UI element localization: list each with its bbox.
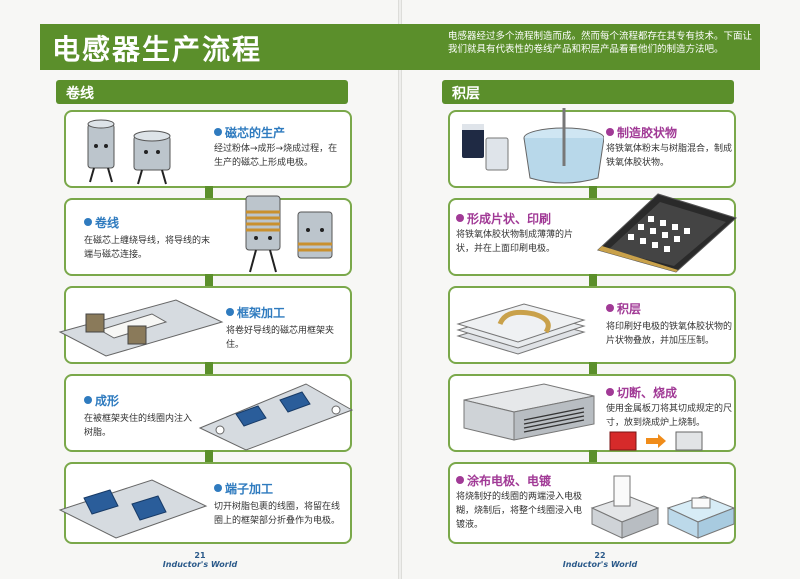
- intro-text: 电感器经过多个流程制造而成。然而每个流程都存在其专有技术。下面让我们就具有代表性…: [448, 31, 753, 55]
- sheet-printing-illustration: [597, 193, 737, 273]
- left-page: 卷线 磁芯的生产 经过粉体→成形→烧成过程，在生产的磁芯上形成电极。 卷线 在磁…: [56, 80, 354, 569]
- step-title-terminal: 端子加工: [214, 480, 273, 497]
- step-desc-core: 经过粉体→成形→烧成过程，在生产的磁芯上形成电极。: [214, 144, 338, 168]
- paste-illustration: [462, 108, 604, 184]
- footer-brand: Inductor's World: [162, 560, 238, 569]
- step-title-cutting: 切断、烧成: [606, 384, 677, 401]
- title-banner: 电感器生产流程 电感器经过多个流程制造而成。然而每个流程都存在其专有技术。下面让…: [40, 24, 760, 70]
- step-title-core: 磁芯的生产: [214, 124, 285, 141]
- bullet-icon: [84, 218, 92, 226]
- bullet-icon: [214, 484, 222, 492]
- step-desc-plating: 将烧制好的线圈的两端浸入电极糊，烧制后，将整个线圈浸入电镀液。: [456, 492, 583, 530]
- bullet-icon: [606, 128, 614, 136]
- page-title: 电感器生产流程: [52, 33, 263, 66]
- step-card-terminal: 端子加工 切开树脂包裹的线圈，将留在线圈上的框架部分折叠作为电极。: [58, 462, 352, 544]
- step-title-winding: 卷线: [84, 214, 119, 231]
- section-header-multilayer: 积层: [442, 80, 734, 104]
- terminal-illustration: [58, 479, 208, 539]
- winding-illustration: [245, 195, 333, 273]
- step-card-frame: 框架加工 将卷好导线的磁芯用框架夹住。: [58, 286, 352, 364]
- step-card-cutting: 切断、烧成 使用金属板刀将其切成规定的尺寸，放到烧成炉上烧制。: [448, 374, 736, 452]
- step-title-sheet: 形成片状、印刷: [456, 210, 551, 227]
- step-title-plating: 涂布电极、电镀: [456, 472, 551, 489]
- step-title-text: 形成片状、印刷: [467, 212, 552, 226]
- step-title-text: 卷线: [95, 216, 120, 230]
- step-title-text: 端子加工: [225, 482, 274, 496]
- page-footer-right: 22 Inductor's World: [540, 551, 660, 569]
- step-title-text: 磁芯的生产: [225, 126, 286, 140]
- plating-illustration: [590, 475, 736, 539]
- step-title-paste: 制造胶状物: [606, 124, 677, 141]
- core-illustration: [87, 119, 171, 185]
- footer-brand: Inductor's World: [562, 560, 638, 569]
- book-spine: [398, 0, 402, 579]
- bullet-icon: [606, 388, 614, 396]
- step-desc-stacking: 将印刷好电极的铁氧体胶状物的片状物叠放，并加压压制。: [606, 322, 733, 346]
- step-title-text: 制造胶状物: [617, 126, 678, 140]
- bullet-icon: [214, 128, 222, 136]
- frame-illustration: [58, 299, 224, 357]
- step-card-molding: 成形 在被框架夹住的线圈内注入树脂。: [64, 374, 354, 452]
- step-title-text: 涂布电极、电镀: [467, 474, 552, 488]
- step-title-frame: 框架加工: [226, 304, 285, 321]
- step-card-paste: 制造胶状物 将铁氧体粉末与树脂混合，制成铁氧体胶状物。: [448, 108, 736, 188]
- page-number: 21: [194, 551, 206, 560]
- step-desc-frame: 将卷好导线的磁芯用框架夹住。: [226, 326, 335, 350]
- page-footer-left: 21 Inductor's World: [140, 551, 260, 569]
- step-title-text: 积层: [617, 302, 642, 316]
- page-number: 22: [594, 551, 606, 560]
- section-header-winding: 卷线: [56, 80, 348, 104]
- step-desc-sheet: 将铁氧体胶状物制成薄薄的片状，并在上面印刷电极。: [456, 230, 574, 254]
- bullet-icon: [456, 476, 464, 484]
- step-title-text: 框架加工: [237, 306, 286, 320]
- step-card-winding: 卷线 在磁芯上缠绕导线，将导线的末端与磁芯连接。: [64, 195, 352, 276]
- step-title-text: 切断、烧成: [617, 386, 678, 400]
- bullet-icon: [226, 308, 234, 316]
- bullet-icon: [606, 304, 614, 312]
- right-page: 积层 制造胶状物 将铁氧体粉末与树脂混合，制成铁氧体胶状物。 形成片状、印刷 将…: [400, 0, 800, 579]
- step-card-core: 磁芯的生产 经过粉体→成形→烧成过程，在生产的磁芯上形成电极。: [64, 110, 352, 188]
- step-title-molding: 成形: [84, 392, 119, 409]
- bullet-icon: [456, 214, 464, 222]
- step-desc-cutting: 使用金属板刀将其切成规定的尺寸，放到烧成炉上烧制。: [606, 404, 733, 428]
- step-desc-terminal: 切开树脂包裹的线圈，将留在线圈上的框架部分折叠作为电极。: [214, 502, 341, 526]
- step-title-stacking: 积层: [606, 300, 641, 317]
- firing-illustration: [609, 431, 703, 451]
- step-card-plating: 涂布电极、电镀 将烧制好的线圈的两端浸入电极糊，烧制后，将整个线圈浸入电镀液。: [448, 462, 736, 544]
- cutting-illustration: [463, 383, 595, 441]
- step-desc-paste: 将铁氧体粉末与树脂混合，制成铁氧体胶状物。: [606, 144, 733, 168]
- step-title-text: 成形: [95, 394, 120, 408]
- stacking-illustration: [456, 303, 586, 355]
- molding-illustration: [198, 383, 354, 451]
- step-card-stacking: 积层 将印刷好电极的铁氧体胶状物的片状物叠放，并加压压制。: [448, 286, 736, 364]
- step-desc-winding: 在磁芯上缠绕导线，将导线的末端与磁芯连接。: [84, 236, 211, 260]
- step-card-sheet: 形成片状、印刷 将铁氧体胶状物制成薄薄的片状，并在上面印刷电极。: [448, 193, 737, 276]
- step-desc-molding: 在被框架夹住的线圈内注入树脂。: [84, 414, 193, 438]
- bullet-icon: [84, 396, 92, 404]
